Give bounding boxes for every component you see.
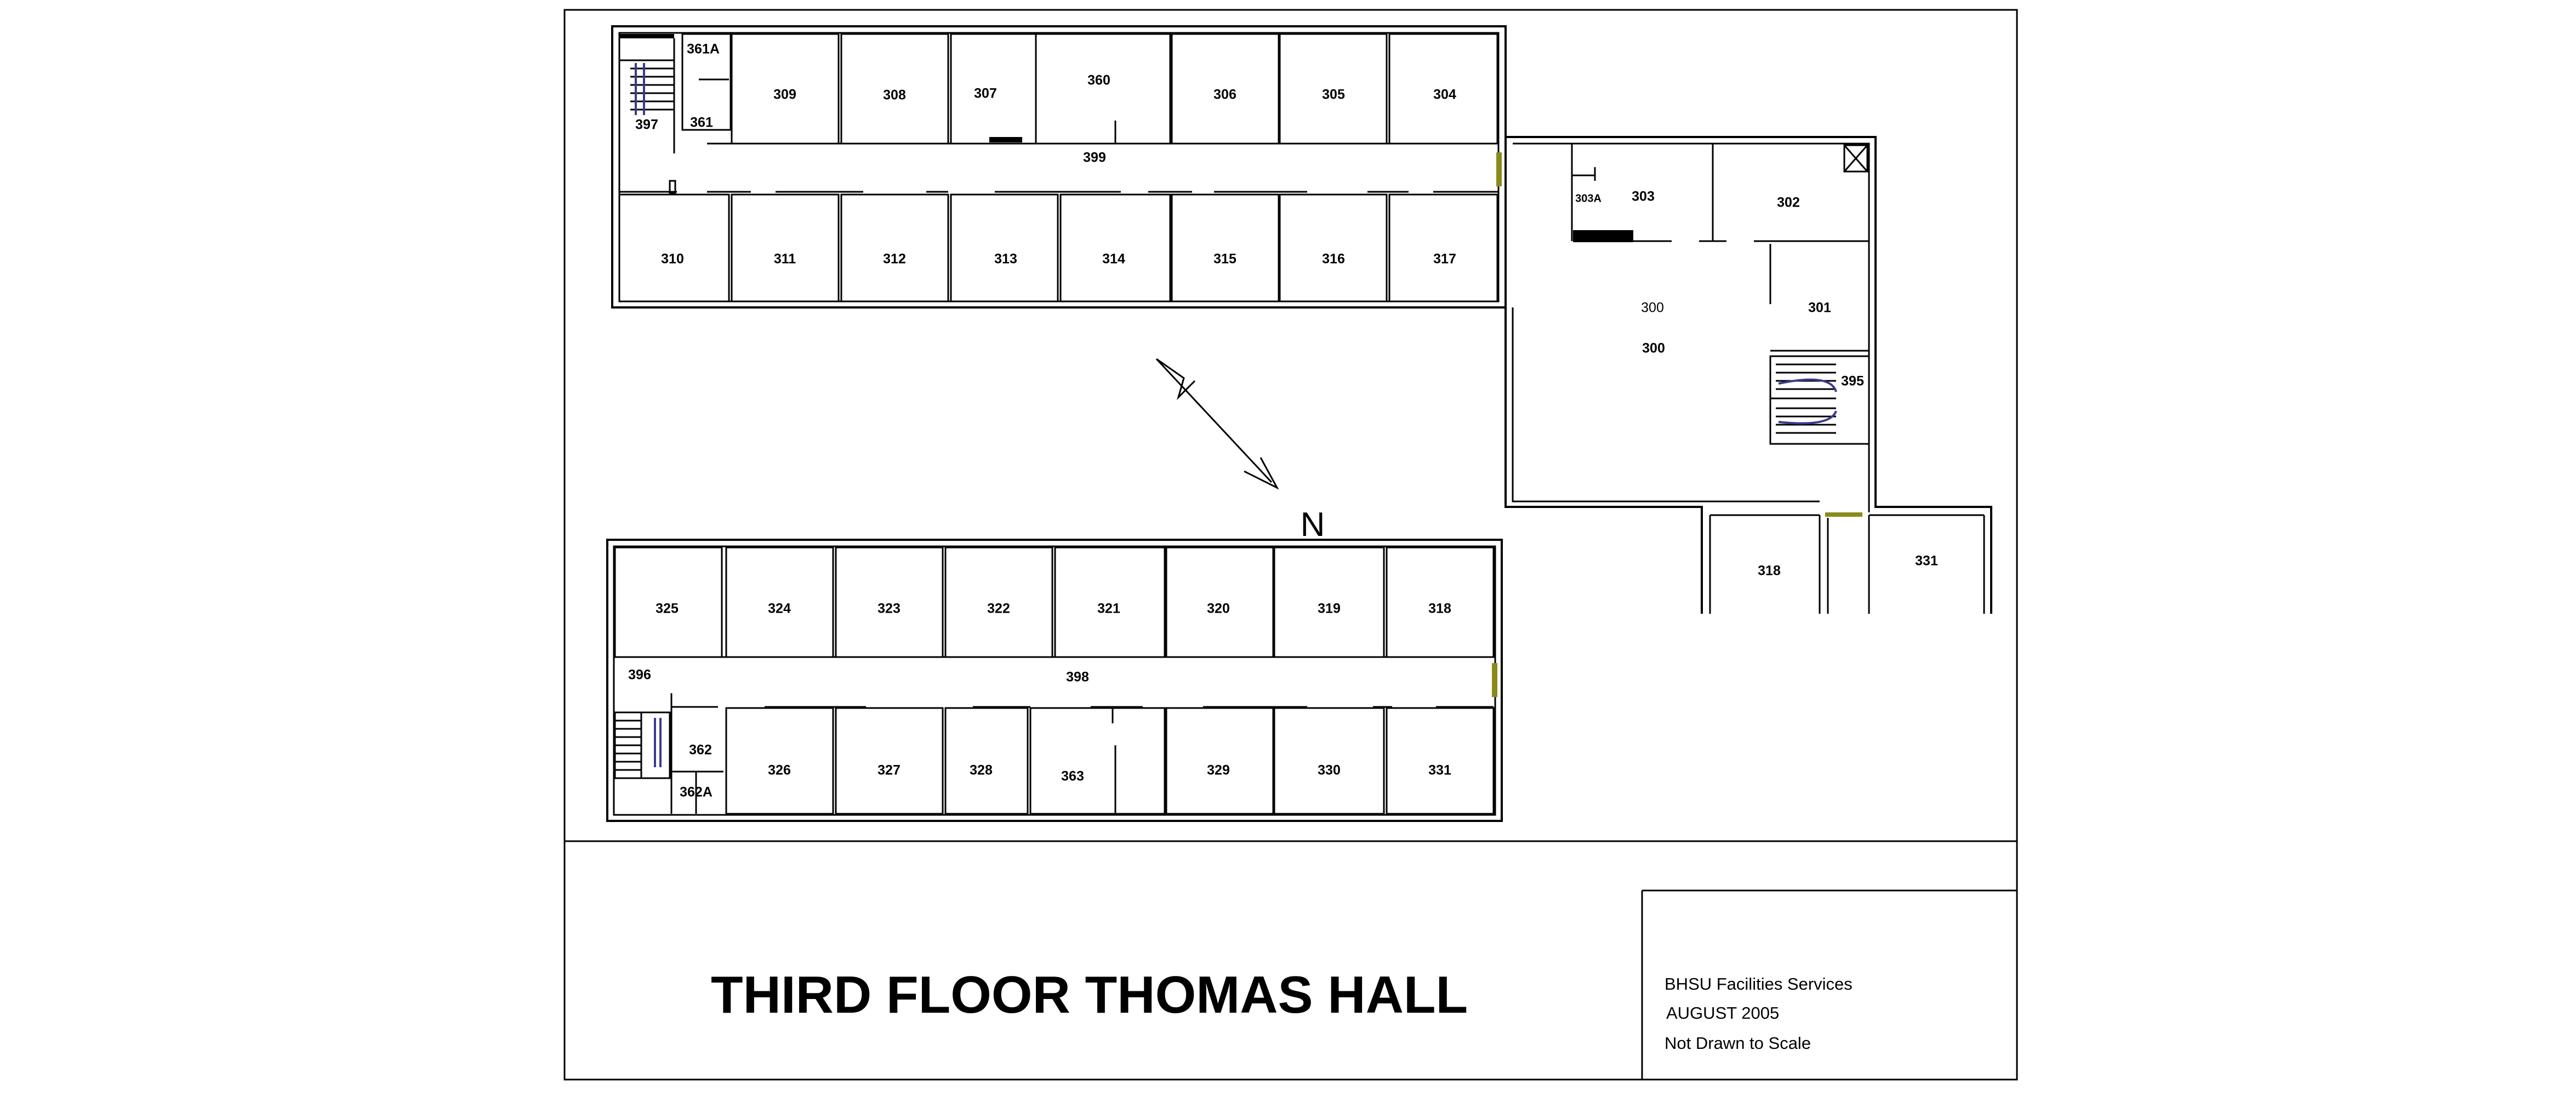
room-label: 309 xyxy=(773,87,796,102)
room-label: 303A xyxy=(1575,192,1602,204)
sheet-border xyxy=(563,9,2018,1081)
room-label: 308 xyxy=(883,88,906,103)
room-labels: 361A 309 308 307 360 306 305 304 397 361… xyxy=(628,42,1938,800)
room-label: 328 xyxy=(970,763,993,778)
room-label: 362A xyxy=(680,785,713,800)
room-label: 326 xyxy=(768,763,791,778)
room-label: 305 xyxy=(1322,87,1345,102)
room-label: 306 xyxy=(1213,87,1236,102)
room-label: 301 xyxy=(1808,300,1831,316)
room-label: 398 xyxy=(1066,670,1089,685)
room-label: 320 xyxy=(1207,601,1230,616)
room-label: 302 xyxy=(1777,195,1800,210)
room-label: 312 xyxy=(883,252,906,267)
stair-397 xyxy=(619,34,675,153)
drawing-title: THIRD FLOOR THOMAS HALL xyxy=(711,966,1468,1024)
organization-text: BHSU Facilities Services xyxy=(1665,974,1853,994)
room-label: 363 xyxy=(1061,769,1084,784)
stair-396 xyxy=(614,693,673,814)
room-label: 318 xyxy=(1758,563,1781,579)
room-label: 361 xyxy=(690,115,713,130)
room-label: 331 xyxy=(1428,763,1451,778)
room-label: 331 xyxy=(1915,553,1938,569)
room-label: 323 xyxy=(877,601,901,616)
room-label: 314 xyxy=(1102,252,1125,267)
room-label: 325 xyxy=(656,601,679,616)
room-label: 395 xyxy=(1841,374,1864,389)
room-label: 360 xyxy=(1087,73,1110,88)
room-label: 315 xyxy=(1213,252,1236,267)
scale-note: Not Drawn to Scale xyxy=(1665,1034,1811,1053)
room-label: 362 xyxy=(689,743,712,758)
north-label: N xyxy=(1301,506,1325,544)
room-label: 310 xyxy=(661,252,684,267)
room-label: 307 xyxy=(974,86,997,101)
room-label: 397 xyxy=(635,117,658,133)
room-label: 316 xyxy=(1322,252,1345,267)
room-label: 321 xyxy=(1097,601,1120,616)
room-label: 361A xyxy=(687,42,720,57)
room-label: 399 xyxy=(1083,150,1106,165)
stair-395 xyxy=(1769,355,1870,445)
date-text: AUGUST 2005 xyxy=(1666,1003,1779,1023)
room-label: 303 xyxy=(1632,189,1655,204)
room-label: 304 xyxy=(1433,87,1456,102)
room-label: 300 xyxy=(1641,300,1664,316)
room-label: 318 xyxy=(1428,601,1451,616)
room-label: 329 xyxy=(1207,763,1230,778)
south-wing xyxy=(606,539,1503,822)
room-label: 313 xyxy=(994,252,1017,267)
room-label: 319 xyxy=(1318,601,1341,616)
north-wing xyxy=(611,25,1507,309)
east-wing xyxy=(1504,136,1992,614)
room-label: 324 xyxy=(768,601,791,616)
room-label: 300 xyxy=(1642,341,1665,356)
room-label: 396 xyxy=(628,667,651,683)
room-label: 330 xyxy=(1318,763,1341,778)
room-label: 317 xyxy=(1433,252,1456,267)
room-label: 311 xyxy=(774,252,796,267)
north-arrow: N xyxy=(1155,358,1325,544)
room-label: 322 xyxy=(987,601,1010,616)
room-label: 327 xyxy=(877,763,901,778)
